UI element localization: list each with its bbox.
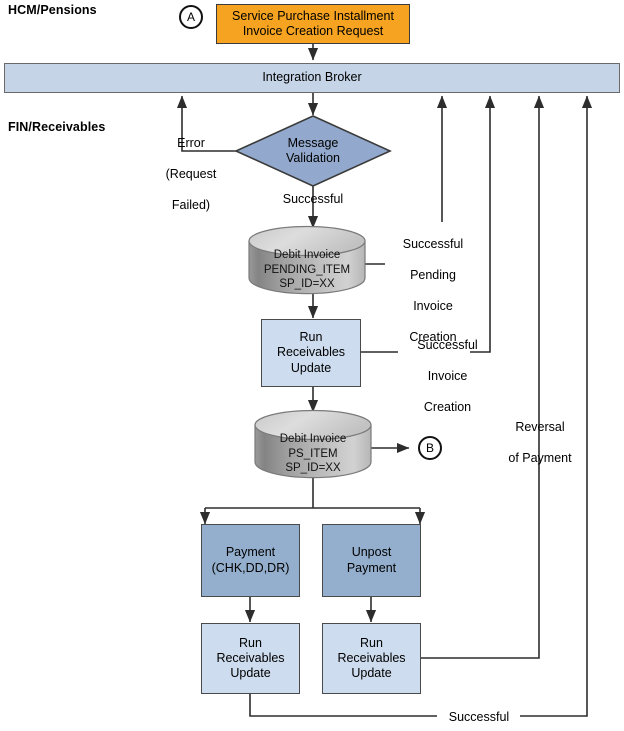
- payment-line-2: (CHK,DD,DR): [211, 560, 290, 575]
- run3-line-3: Update: [351, 666, 392, 681]
- validation-line-1: Message: [287, 135, 339, 150]
- successful-payment-line-1: Successful: [448, 709, 510, 724]
- pending-label-line-1: Successful: [402, 236, 464, 251]
- message-validation-text: Message Validation: [236, 116, 390, 186]
- invoice-label-line-2: Invoice: [427, 368, 468, 383]
- pending-label-line-3: Invoice: [413, 298, 453, 313]
- connector-circle-b[interactable]: B: [418, 436, 442, 460]
- run1-line-3: Update: [290, 360, 332, 375]
- edge-label-error: Error (Request Failed): [152, 120, 230, 229]
- edge-label-successful-pending-invoice-creation: Successful Pending Invoice Creation: [388, 221, 478, 361]
- run-receivables-update-box-3[interactable]: Run Receivables Update: [322, 623, 421, 694]
- run-receivables-update-box-1[interactable]: Run Receivables Update: [261, 319, 361, 387]
- edge-label-successful-invoice-creation: Successful Invoice Creation: [405, 322, 490, 431]
- ps-db-line-1: Debit Invoice: [279, 433, 347, 445]
- pending-db-line-2: PENDING_ITEM: [263, 263, 351, 276]
- service-purchase-request-box[interactable]: Service Purchase Installment Invoice Cre…: [216, 4, 410, 44]
- pending-label-line-2: Pending: [410, 267, 456, 282]
- run2-line-1: Run: [239, 635, 262, 650]
- reversal-label-line-2: of Payment: [508, 450, 572, 465]
- pending-item-cylinder[interactable]: Debit Invoice PENDING_ITEM SP_ID=XX: [249, 226, 365, 292]
- pending-db-line-1: Debit Invoice: [273, 249, 341, 261]
- pending-label-line-4: Creation: [409, 329, 457, 344]
- ps-db-line-3: SP_ID=XX: [285, 462, 341, 475]
- unpost-payment-box[interactable]: Unpost Payment: [322, 524, 421, 597]
- edge-label-successful-payment: Successful Payment: [435, 694, 523, 731]
- error-line-1: Error: [177, 135, 205, 150]
- run1-line-2: Receivables: [276, 345, 346, 360]
- run2-line-3: Update: [230, 666, 271, 681]
- request-line-2: Invoice Creation Request: [242, 24, 384, 38]
- run1-line-1: Run: [299, 330, 323, 345]
- run3-line-1: Run: [360, 635, 383, 650]
- ps-db-line-2: PS_ITEM: [288, 447, 338, 460]
- run2-line-2: Receivables: [216, 650, 285, 665]
- edge-successful-payment-left: [249, 694, 437, 717]
- lane-label-hcm-pensions: HCM/Pensions: [8, 3, 97, 17]
- payment-line-1: Payment: [225, 545, 276, 560]
- unpost-line-2: Payment: [346, 560, 397, 575]
- integration-broker-label: Integration Broker: [262, 70, 362, 85]
- edge-label-successful: Successful: [282, 192, 344, 206]
- unpost-line-1: Unpost: [351, 545, 392, 560]
- invoice-label-line-1: Successful: [417, 337, 478, 352]
- payment-box[interactable]: Payment (CHK,DD,DR): [201, 524, 300, 597]
- ps-item-cylinder[interactable]: Debit Invoice PS_ITEM SP_ID=XX: [255, 410, 371, 476]
- message-validation-diamond[interactable]: Message Validation: [236, 116, 390, 186]
- error-line-2: (Request: [165, 166, 217, 181]
- run-receivables-update-box-2[interactable]: Run Receivables Update: [201, 623, 300, 694]
- pending-db-line-3: SP_ID=XX: [279, 278, 335, 291]
- ps-db-text: Debit Invoice PS_ITEM SP_ID=XX: [255, 432, 371, 476]
- connector-a-label: A: [186, 10, 195, 24]
- error-line-3: Failed): [171, 197, 211, 212]
- request-line-1: Service Purchase Installment: [232, 8, 394, 23]
- edge-label-reversal-of-payment: Reversal of Payment: [497, 404, 583, 482]
- validation-line-2: Validation: [286, 151, 340, 165]
- run3-line-2: Receivables: [337, 650, 406, 665]
- connector-b-label: B: [425, 441, 434, 455]
- reversal-label-line-1: Reversal: [515, 419, 565, 434]
- integration-broker-bar[interactable]: Integration Broker: [4, 63, 620, 93]
- invoice-label-line-3: Creation: [423, 399, 472, 414]
- lane-label-fin-receivables: FIN/Receivables: [8, 120, 106, 134]
- pending-db-text: Debit Invoice PENDING_ITEM SP_ID=XX: [249, 248, 365, 292]
- connector-circle-a[interactable]: A: [179, 5, 203, 29]
